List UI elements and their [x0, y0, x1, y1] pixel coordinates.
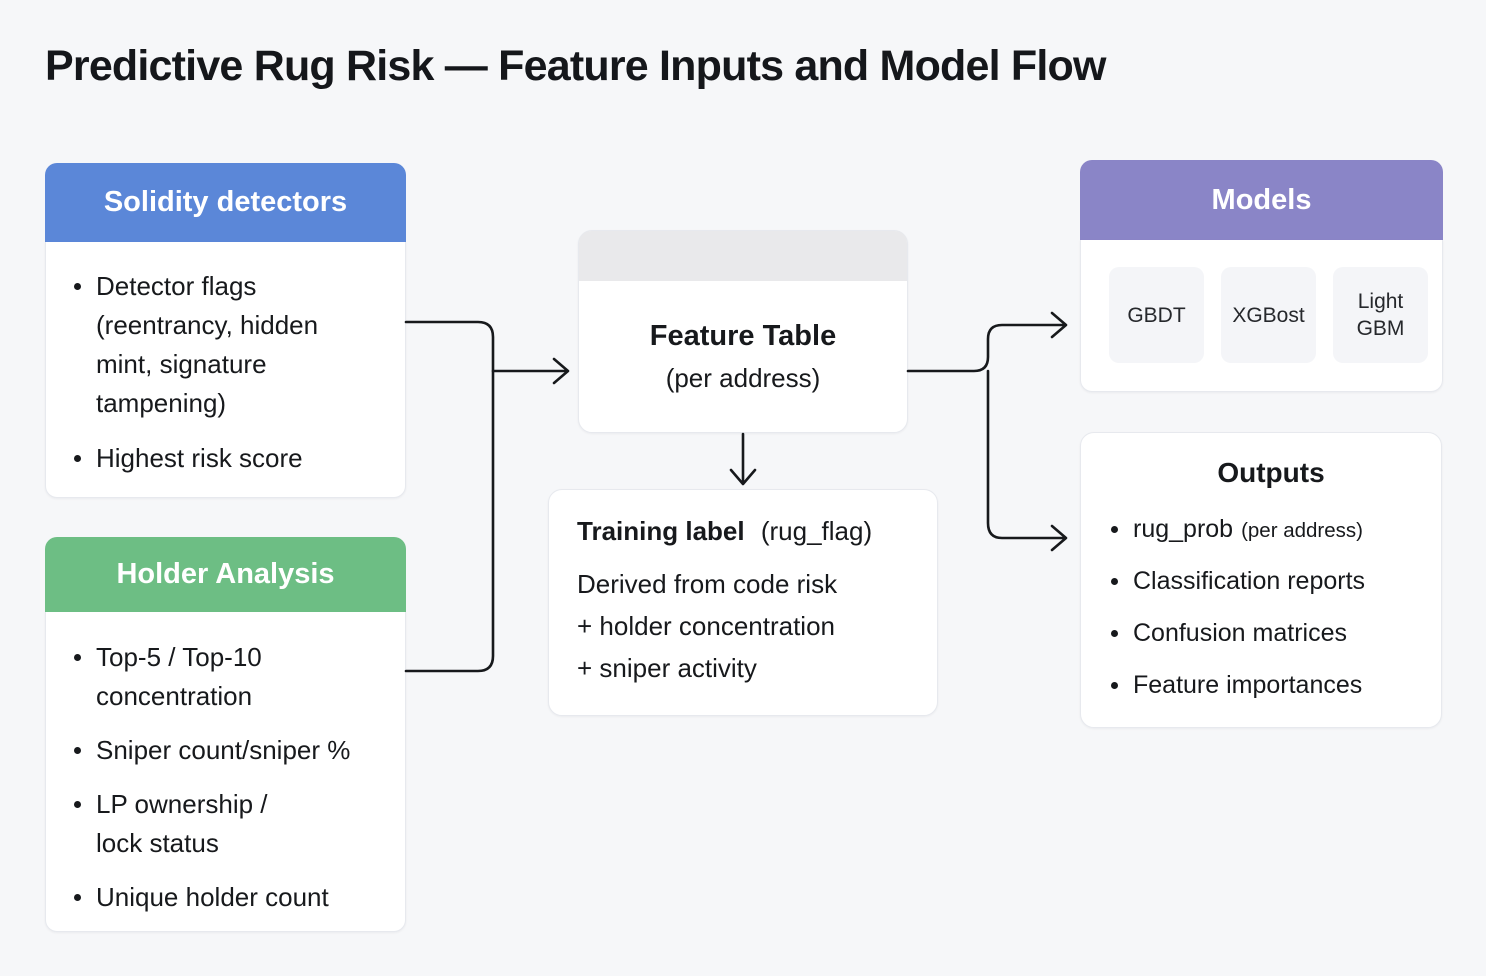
list-item-text: Classification reports	[1133, 567, 1366, 595]
list-item-text: Confusion matrices	[1133, 619, 1347, 647]
bullet-dot	[74, 894, 81, 901]
inputs-merge-connector	[404, 320, 495, 673]
training-label-body: Derived from code risk + holder concentr…	[577, 569, 838, 683]
holder-analysis-list: Top-5 / Top-10 concentration Sniper coun…	[45, 612, 406, 932]
list-item-text: Sniper count/sniper %	[96, 735, 351, 765]
list-item: Classification reports	[1111, 555, 1431, 607]
feature-to-training-arrow	[729, 432, 757, 486]
list-item-text: Feature importances	[1133, 671, 1363, 699]
list-item-text: Highest risk score	[96, 443, 303, 473]
training-label-card: Training label (rug_flag) Derived from c…	[548, 489, 938, 716]
bullet-dot	[74, 747, 81, 754]
training-label-titleline: Training label (rug_flag)	[577, 516, 917, 547]
outputs-header: Outputs	[1217, 457, 1325, 488]
list-item-note: (per address)	[1241, 519, 1363, 542]
models-chip-row: GBDT XGBost Light GBM	[1080, 240, 1443, 392]
list-item: Top-5 / Top-10 concentration	[74, 638, 399, 716]
list-item: LP ownership / lock status	[74, 785, 399, 863]
bullet-dot	[1111, 578, 1118, 585]
feature-table-title: Feature Table	[649, 319, 837, 352]
feature-table-card: Feature Table (per address)	[578, 230, 908, 433]
bullet-dot	[74, 654, 81, 661]
holder-analysis-card: Holder Analysis Top-5 / Top-10 concentra…	[45, 537, 406, 932]
list-item: Unique holder count	[74, 878, 399, 917]
list-item: Sniper count/sniper %	[74, 731, 399, 770]
bullet-dot	[1111, 682, 1118, 689]
list-item-text: Top-5 / Top-10 concentration	[96, 642, 262, 711]
solidity-detectors-header: Solidity detectors	[45, 163, 406, 242]
feature-to-outputs-arrow	[986, 369, 1068, 552]
model-chip-xgbost: XGBost	[1221, 267, 1316, 363]
bullet-dot	[1111, 630, 1118, 637]
list-item-text: Detector flags (reentrancy, hidden mint,…	[96, 271, 319, 418]
training-label-flag: (rug_flag)	[760, 516, 873, 546]
solidity-detectors-card: Solidity detectors Detector flags (reent…	[45, 163, 406, 498]
bullet-dot	[74, 455, 81, 462]
bullet-dot	[74, 283, 81, 290]
feature-table-content: Feature Table (per address)	[579, 281, 907, 432]
feature-to-models-arrow	[906, 311, 1068, 373]
feature-table-strip	[579, 231, 907, 281]
training-label-title: Training label	[577, 516, 745, 546]
list-item-text: rug_prob	[1133, 515, 1234, 543]
bullet-dot	[1111, 526, 1118, 533]
model-chip-gbdt: GBDT	[1109, 267, 1204, 363]
bullet-dot	[74, 801, 81, 808]
model-chip-lightgbm: Light GBM	[1333, 267, 1428, 363]
inputs-to-feature-arrow	[491, 357, 570, 385]
solidity-detectors-list: Detector flags (reentrancy, hidden mint,…	[45, 242, 406, 498]
outputs-card: Outputs rug_prob (per address) Classifica…	[1080, 432, 1442, 728]
list-item-text: LP ownership / lock status	[96, 789, 268, 858]
list-item: Feature importances	[1111, 659, 1431, 711]
models-header: Models	[1080, 160, 1443, 240]
list-item: rug_prob (per address)	[1111, 503, 1431, 555]
list-item: Highest risk score	[74, 439, 391, 478]
feature-table-subtitle: (per address)	[665, 362, 821, 393]
list-item: Detector flags (reentrancy, hidden mint,…	[74, 267, 391, 423]
holder-analysis-header: Holder Analysis	[45, 537, 406, 612]
page-title: Predictive Rug Risk — Feature Inputs and…	[45, 42, 1106, 90]
models-card: Models GBDT XGBost Light GBM	[1080, 160, 1443, 392]
list-item-text: Unique holder count	[96, 882, 329, 912]
list-item: Confusion matrices	[1111, 607, 1431, 659]
